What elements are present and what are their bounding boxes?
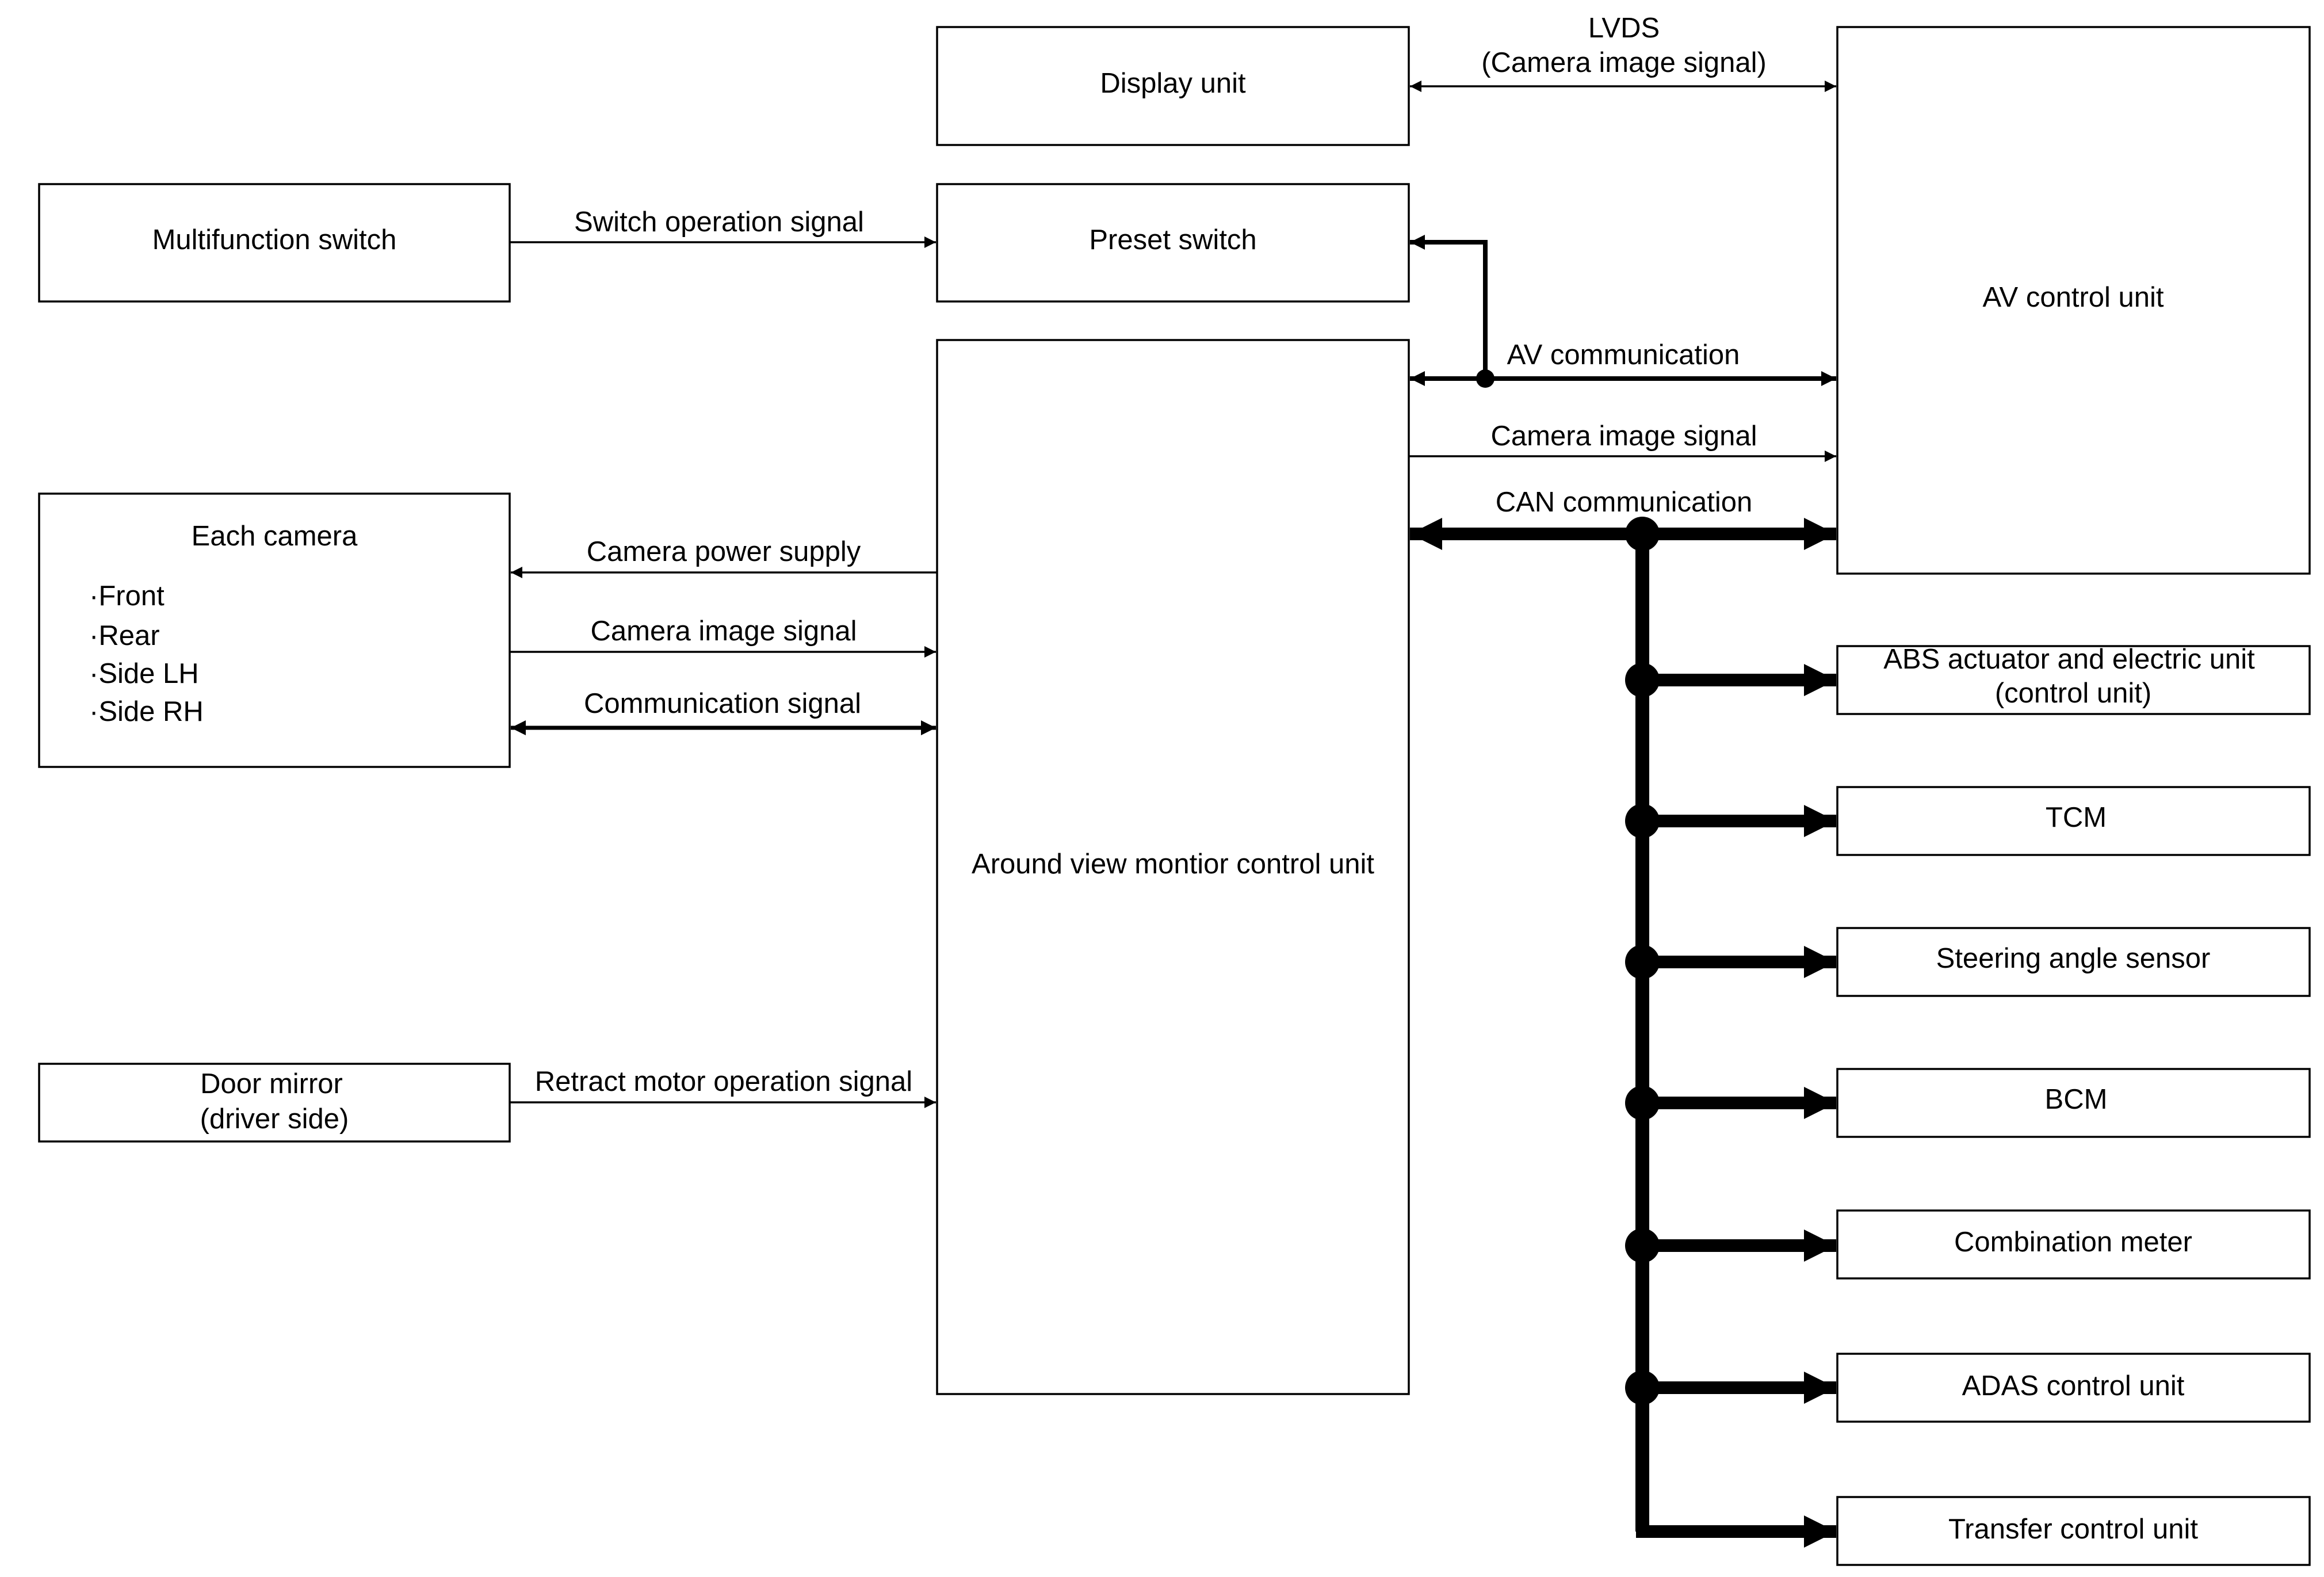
multifunction-switch-box: Multifunction switch bbox=[38, 183, 511, 303]
each-camera-title: Each camera bbox=[192, 521, 358, 552]
camera-image-from-camera-label: Camera image signal bbox=[591, 616, 857, 647]
bcm-label: BCM bbox=[2045, 1084, 2108, 1115]
communication-signal-connection: Communication signal bbox=[511, 688, 936, 735]
camera-front-label: ·Front bbox=[89, 581, 165, 612]
steering-angle-sensor-box: Steering angle sensor bbox=[1836, 927, 2311, 997]
around-view-control-unit-box: Around view montior control unit bbox=[936, 339, 1410, 1395]
each-camera-box: Each camera ·Front ·Rear ·Side LH ·Side … bbox=[38, 492, 511, 768]
camera-power-supply-connection: Camera power supply bbox=[511, 536, 937, 578]
av-communication-connection: AV communication bbox=[1410, 235, 1836, 388]
camera-image-from-camera-connection: Camera image signal bbox=[510, 616, 936, 658]
adas-control-unit-label: ADAS control unit bbox=[1962, 1370, 2185, 1402]
retract-motor-label: Retract motor operation signal bbox=[535, 1066, 912, 1097]
lvds-sublabel: (Camera image signal) bbox=[1481, 47, 1767, 78]
abs-unit-sublabel: (control unit) bbox=[1995, 678, 2151, 709]
communication-signal-label: Communication signal bbox=[584, 688, 861, 719]
transfer-control-unit-box: Transfer control unit bbox=[1836, 1496, 2311, 1566]
preset-switch-label: Preset switch bbox=[1089, 224, 1256, 255]
camera-side-rh-label: ·Side RH bbox=[89, 696, 204, 727]
abs-unit-label: ABS actuator and electric unit bbox=[1883, 644, 2255, 675]
door-mirror-box: Door mirror (driver side) bbox=[38, 1063, 511, 1143]
av-communication-label: AV communication bbox=[1507, 339, 1740, 371]
tcm-box: TCM bbox=[1836, 786, 2311, 856]
tcm-label: TCM bbox=[2046, 802, 2107, 833]
av-control-unit-box: AV control unit bbox=[1836, 26, 2311, 575]
can-communication-label: CAN communication bbox=[1496, 487, 1753, 518]
abs-unit-box: ABS actuator and electric unit (control … bbox=[1836, 644, 2311, 715]
transfer-control-unit-label: Transfer control unit bbox=[1948, 1514, 2198, 1545]
lvds-label: LVDS bbox=[1588, 13, 1660, 44]
door-mirror-label: Door mirror bbox=[200, 1068, 343, 1099]
camera-image-to-av-label: Camera image signal bbox=[1491, 421, 1757, 452]
combination-meter-box: Combination meter bbox=[1836, 1209, 2311, 1280]
preset-switch-box: Preset switch bbox=[936, 183, 1410, 303]
multifunction-switch-label: Multifunction switch bbox=[152, 224, 397, 255]
av-control-unit-label: AV control unit bbox=[1982, 282, 2164, 313]
display-unit-box: Display unit bbox=[936, 26, 1410, 146]
door-mirror-sublabel: (driver side) bbox=[200, 1103, 349, 1135]
combination-meter-label: Combination meter bbox=[1954, 1227, 2192, 1258]
retract-motor-connection: Retract motor operation signal bbox=[510, 1066, 936, 1108]
bcm-box: BCM bbox=[1836, 1068, 2311, 1138]
camera-image-to-av-connection: Camera image signal bbox=[1409, 421, 1836, 462]
display-unit-label: Display unit bbox=[1100, 68, 1246, 99]
around-view-control-unit-label: Around view montior control unit bbox=[972, 849, 1374, 880]
adas-control-unit-box: ADAS control unit bbox=[1836, 1353, 2311, 1423]
switch-operation-connection: Switch operation signal bbox=[510, 207, 936, 248]
camera-rear-label: ·Rear bbox=[89, 620, 160, 651]
switch-operation-label: Switch operation signal bbox=[574, 207, 864, 238]
lvds-connection: LVDS (Camera image signal) bbox=[1410, 13, 1836, 92]
can-bus: CAN communication bbox=[1410, 487, 1836, 1548]
camera-side-lh-label: ·Side LH bbox=[89, 658, 199, 689]
camera-power-supply-label: Camera power supply bbox=[587, 536, 861, 567]
steering-angle-sensor-label: Steering angle sensor bbox=[1936, 943, 2211, 974]
